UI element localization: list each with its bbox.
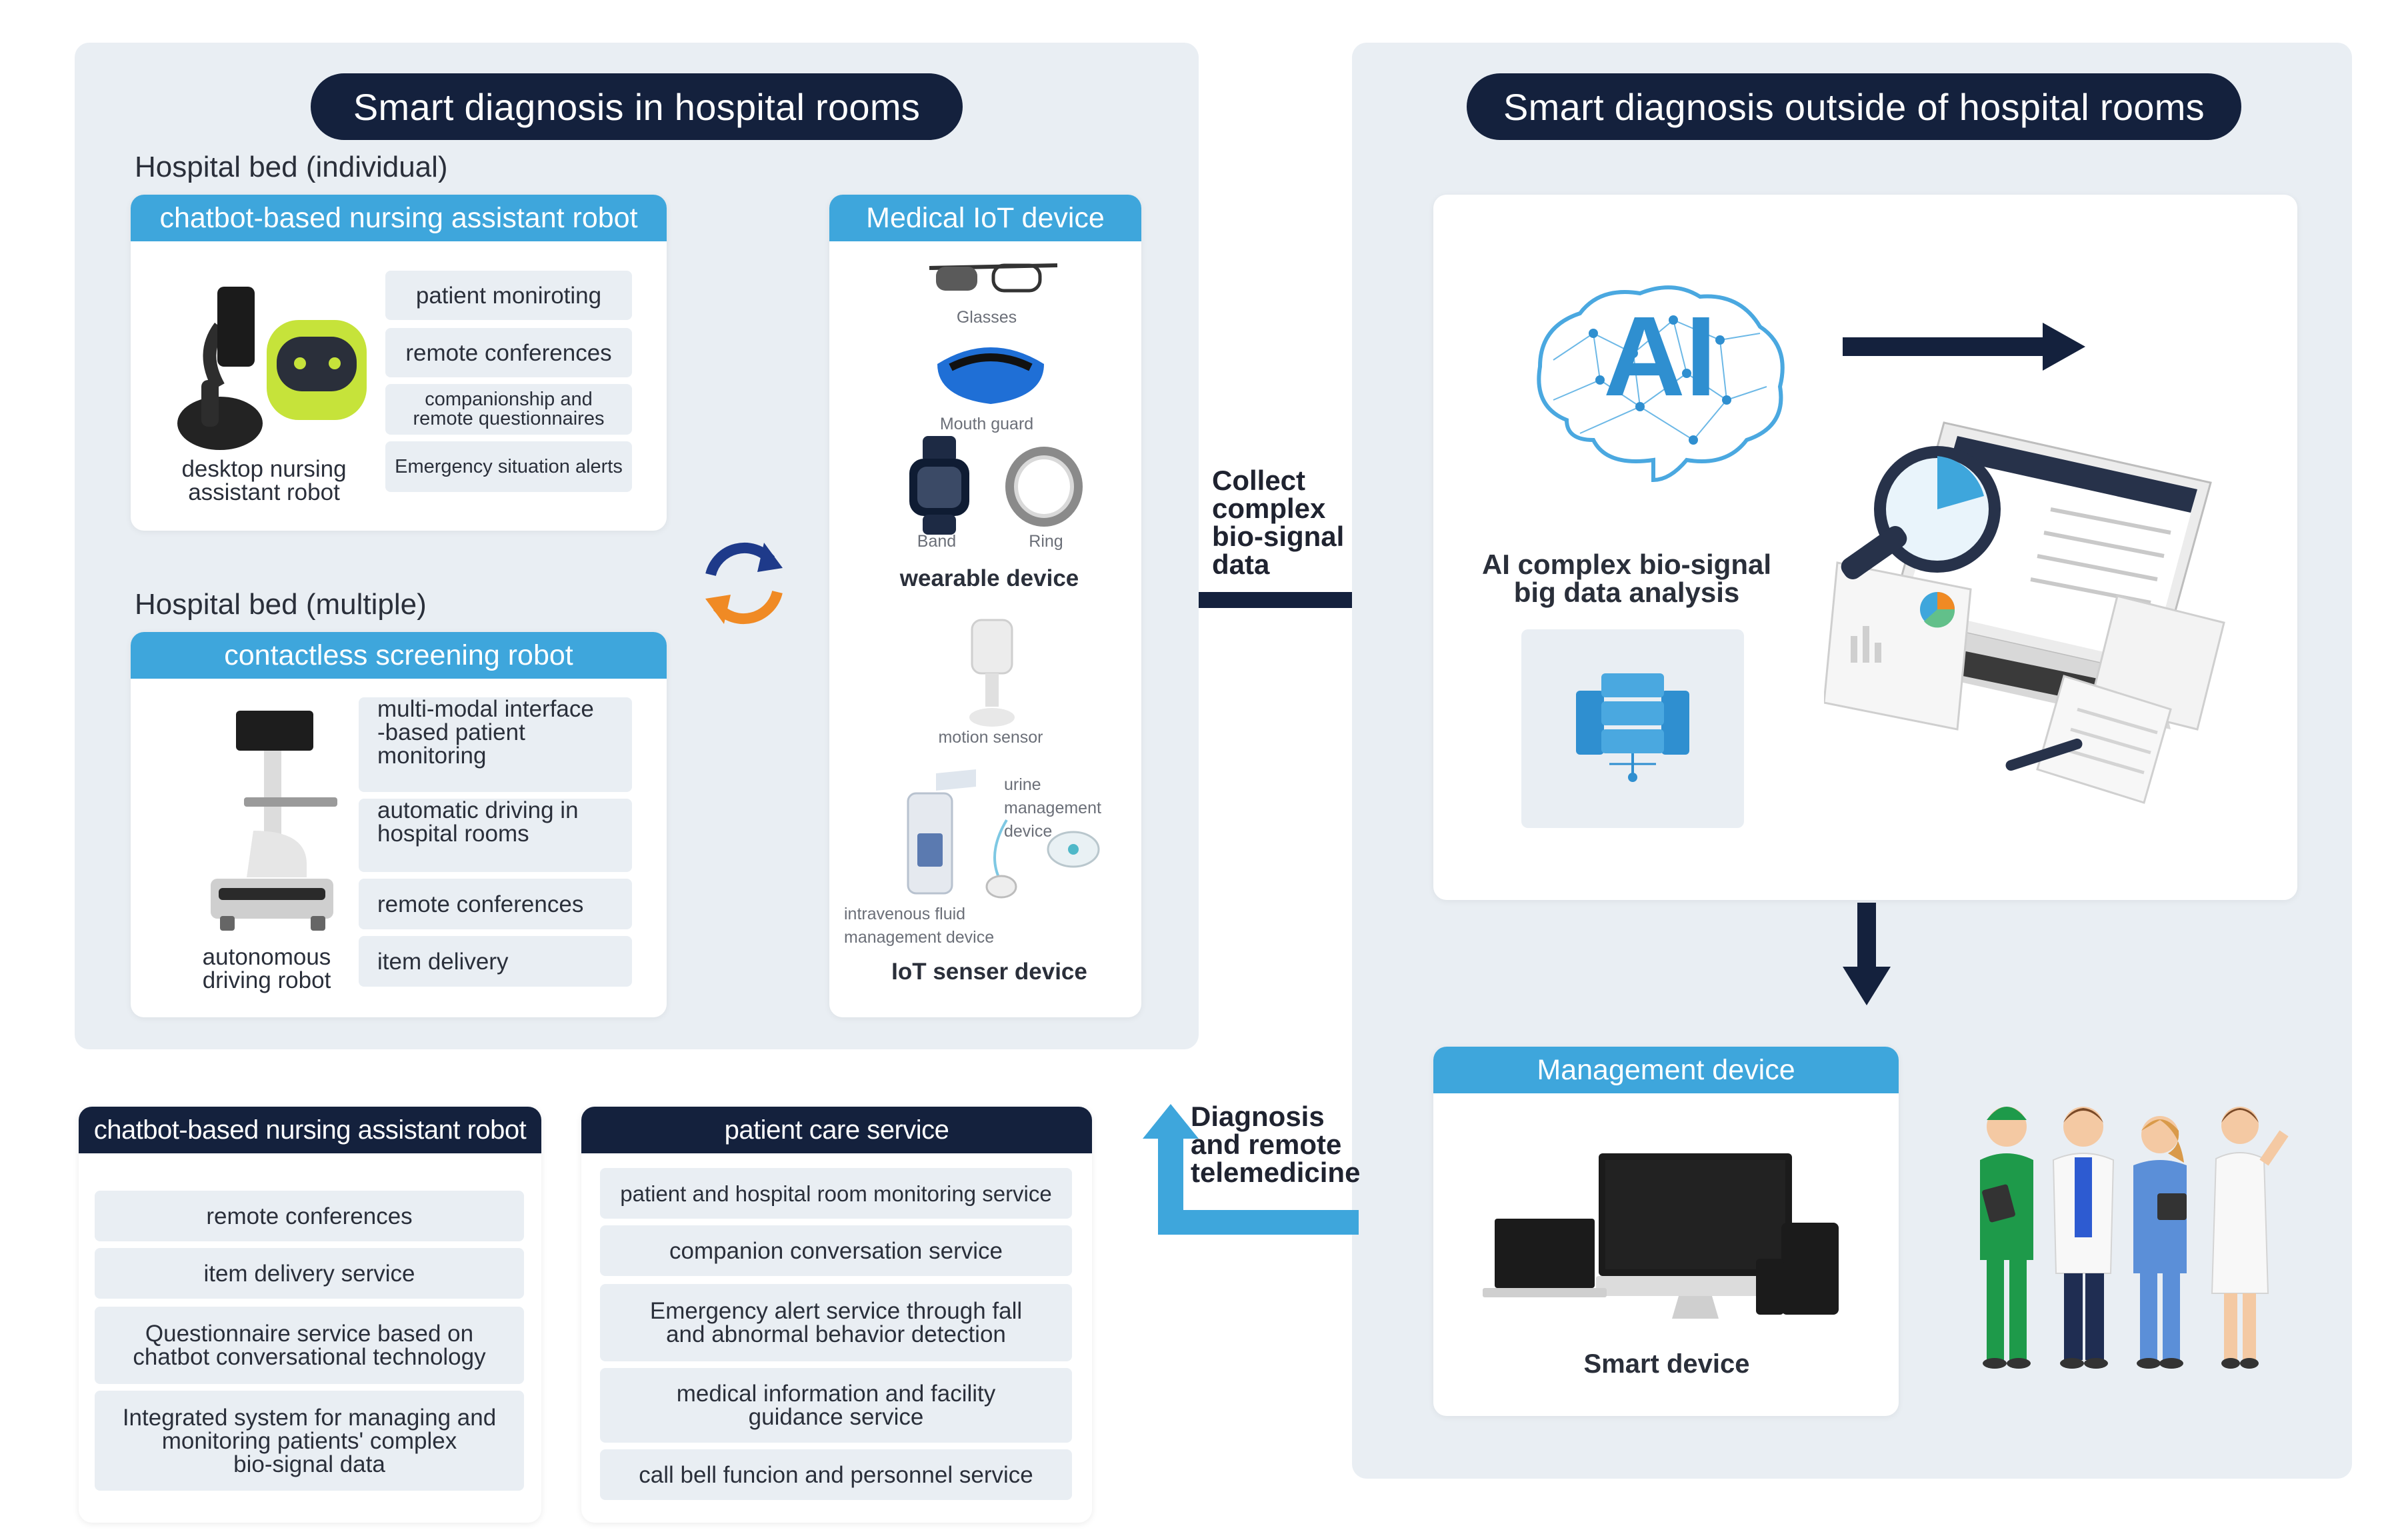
ring-label: Ring	[1029, 532, 1063, 551]
monitoring-service-tag: patient and hospital room monitoring ser…	[600, 1168, 1072, 1219]
iot-sensor-label: IoT senser device	[891, 959, 1087, 985]
remote-conferences-tag: remote conferences	[385, 328, 632, 377]
item-delivery-tag: item delivery service	[95, 1248, 524, 1299]
medical-iot-card: Medical IoT device	[829, 195, 1141, 1017]
integrated-system-tag: Integrated system for managing and monit…	[95, 1391, 524, 1491]
analysis-arrow	[1843, 323, 2085, 371]
remote-conferences-tag: remote conferences	[95, 1191, 524, 1241]
mouth-guard-label: Mouth guard	[939, 415, 1034, 433]
remote-conferences-tag: remote conferences	[359, 879, 632, 929]
data-analysis-illustration	[1824, 421, 2225, 804]
server-icon	[1576, 673, 1689, 782]
bed-multiple-label: Hospital bed (multiple)	[135, 588, 427, 621]
iv-fluid-label: intravenous fluid management device	[844, 905, 995, 947]
autonomous-robot-caption: autonomous driving robot	[202, 944, 331, 993]
smart-devices-illustration	[1483, 1153, 1839, 1319]
desktop-robot-illustration	[177, 287, 367, 450]
call-bell-tag: call bell funcion and personnel service	[600, 1449, 1072, 1500]
patient-monitoring-tag: patient moniroting	[385, 271, 632, 320]
item-delivery-tag: item delivery	[359, 936, 632, 987]
card-header: chatbot-based nursing assistant robot	[131, 195, 667, 241]
questionnaire-tag: Questionnaire service based on chatbot c…	[95, 1307, 524, 1384]
urine-device-icon	[985, 819, 1100, 899]
hospital-rooms-title: Smart diagnosis in hospital rooms	[311, 73, 963, 140]
down-arrow	[1843, 903, 1891, 1005]
band-label: Band	[917, 532, 957, 551]
ring-icon	[1005, 447, 1083, 527]
collect-data-label: Collect complex bio-signal data	[1212, 465, 1345, 580]
multimodal-monitoring-tag: multi-modal interface -based patient mon…	[359, 697, 632, 792]
wearable-device-label: wearable device	[899, 565, 1079, 591]
desktop-robot-caption: desktop nursing assistant robot	[181, 456, 347, 505]
automatic-driving-tag: automatic driving in hospital rooms	[359, 799, 632, 872]
telemedicine-arrow	[1143, 1104, 1359, 1235]
autonomous-robot-illustration	[211, 711, 337, 931]
bed-individual-label: Hospital bed (individual)	[135, 151, 448, 183]
smart-device-label: Smart device	[1583, 1349, 1750, 1379]
companion-service-tag: companion conversation service	[600, 1225, 1072, 1276]
ai-brain-icon	[1537, 285, 1785, 483]
band-icon	[909, 436, 969, 535]
server-tile	[1521, 629, 1744, 828]
iv-device-icon	[907, 769, 976, 895]
glasses-icon	[929, 263, 1058, 293]
card-header: chatbot-based nursing assistant robot	[79, 1107, 541, 1153]
card-header: contactless screening robot	[131, 632, 667, 679]
emergency-alert-tag: Emergency alert service through fall and…	[600, 1284, 1072, 1361]
medical-info-tag: medical information and facility guidanc…	[600, 1368, 1072, 1443]
urine-label: urine management device	[1004, 775, 1101, 841]
motion-sensor-icon	[969, 619, 1015, 727]
glasses-label: Glasses	[956, 308, 1017, 327]
card-header: Medical IoT device	[829, 195, 1141, 241]
medical-staff-illustration	[1980, 1107, 2289, 1369]
card-header: Management device	[1433, 1047, 1899, 1093]
outside-rooms-title: Smart diagnosis outside of hospital room…	[1467, 73, 2241, 140]
mouth-guard-icon	[937, 347, 1044, 404]
ai-brain-text: AI	[1603, 293, 1717, 420]
sync-icon	[705, 542, 783, 625]
diagnosis-label: Diagnosis and remote telemedicine	[1191, 1101, 1361, 1188]
card-header: patient care service	[581, 1107, 1092, 1153]
emergency-alerts-tag: Emergency situation alerts	[385, 441, 632, 492]
companionship-tag: companionship and remote questionnaires	[385, 384, 632, 435]
motion-sensor-label: motion sensor	[938, 728, 1043, 747]
ai-analysis-caption: AI complex bio-signal big data analysis	[1481, 549, 1772, 608]
